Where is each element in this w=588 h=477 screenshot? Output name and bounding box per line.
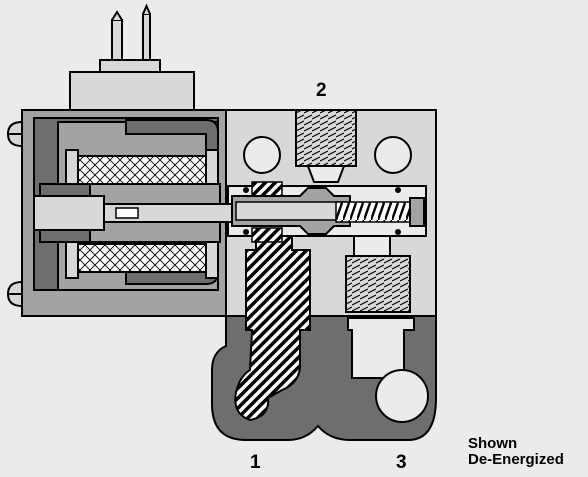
state-label-line2: De-Energized xyxy=(468,451,564,468)
mounting-hole xyxy=(374,136,412,174)
port-2-label: 2 xyxy=(316,80,327,101)
spring-icon xyxy=(335,201,411,223)
port-3-thread xyxy=(345,255,411,313)
state-label: Shown De-Energized xyxy=(468,436,564,468)
port-3-label: 3 xyxy=(396,452,407,473)
state-label-line1: Shown xyxy=(468,435,518,452)
screw-head-icon xyxy=(6,120,23,308)
mounting-hole xyxy=(243,136,281,174)
port-3-cavity xyxy=(347,317,415,379)
solenoid-coil-icon xyxy=(21,109,233,317)
port-3-bore xyxy=(375,369,429,423)
port-1-passage xyxy=(234,229,311,422)
port-1-label: 1 xyxy=(250,452,261,473)
electrical-connector xyxy=(69,3,195,111)
port-2-thread xyxy=(295,109,357,167)
